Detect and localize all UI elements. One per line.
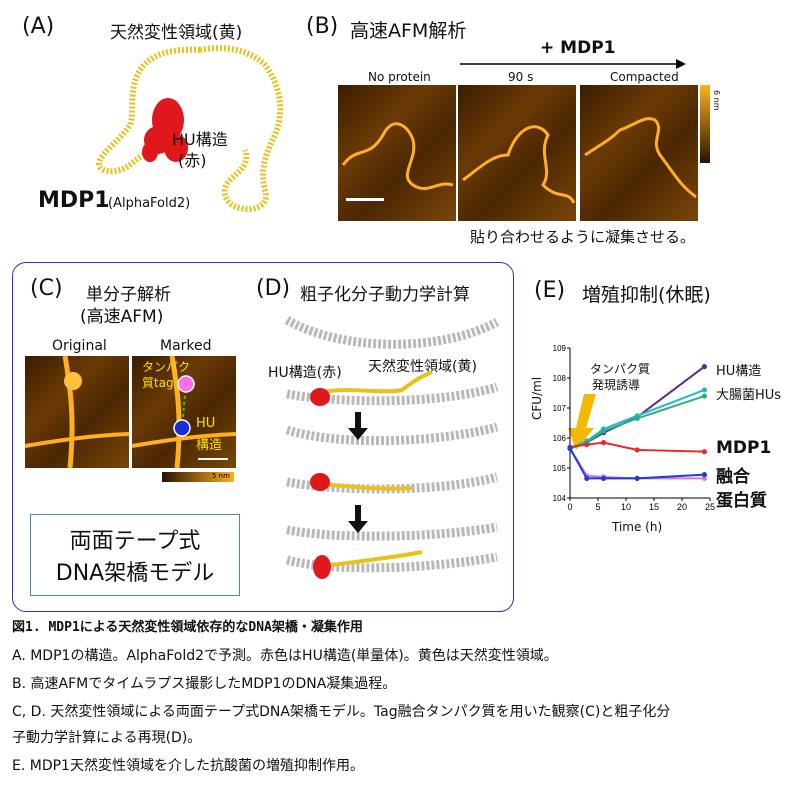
caption-cd-2: 子動力学計算による再現(D)。	[12, 730, 202, 746]
mdp1-name: MDP1	[38, 188, 110, 213]
series-line-5	[569, 447, 705, 480]
afm-scale-bar	[346, 198, 384, 201]
data-point	[601, 428, 607, 434]
panel-d-title: 粗子化分子動力学計算	[300, 285, 470, 305]
data-point	[634, 475, 640, 482]
caption-a: A. MDP1の構造。AlphaFold2で予測。赤色はHU構造(単量体)。黄色…	[12, 648, 558, 664]
data-point	[601, 475, 607, 482]
data-point	[584, 442, 590, 448]
md-simulation	[284, 316, 500, 579]
panel-a-title: 天然変性領域(黄)	[110, 23, 243, 43]
y-tick-label: 108	[553, 374, 567, 383]
legend-mdp1: MDP1	[716, 438, 772, 458]
hu-structure-red	[142, 98, 188, 162]
e-annotation-2: 発現誘導	[592, 378, 641, 392]
panel-b-label: (B)	[306, 14, 339, 39]
panel-b-note: 貼り合わせるように凝集させる。	[470, 228, 696, 246]
data-point	[701, 393, 707, 399]
data-point	[601, 440, 607, 446]
series-line-2	[569, 395, 705, 450]
tag-label-1: タンパク	[142, 360, 191, 374]
height-colorbar	[700, 85, 710, 163]
data-point	[584, 475, 590, 482]
e-xlabel: Time (h)	[612, 520, 663, 534]
hu-label-color: (赤)	[178, 151, 207, 170]
hu-label: HU構造	[172, 130, 228, 149]
frame-label-0: No protein	[368, 70, 431, 84]
c-colorbar-unit: 5 nm	[212, 472, 230, 480]
mdp1-arrow-label: + MDP1	[540, 38, 616, 58]
legend-fusion-1: 融合	[716, 467, 750, 487]
mdp1-source: (AlphaFold2)	[108, 196, 191, 211]
time-arrow	[460, 59, 686, 69]
series-line-0	[569, 365, 706, 450]
panel-b-title: 高速AFM解析	[350, 20, 467, 42]
tag-label-2: 質tag	[142, 376, 174, 390]
data-point	[701, 363, 707, 370]
panel-c-label: (C)	[30, 276, 63, 301]
panel-e-title: 増殖抑制(休眠)	[582, 284, 711, 306]
afm-marked	[132, 356, 236, 468]
y-tick-label: 109	[553, 344, 567, 353]
series-line-4	[569, 447, 705, 480]
d-idr-label: 天然変性領域(黄)	[368, 359, 477, 375]
panel-d-label: (D)	[256, 276, 291, 301]
x-tick-label: 25	[705, 502, 715, 512]
caption-cd-1: C, D. 天然変性領域による両面テープ式DNA架橋モデル。Tag融合タンパク質…	[12, 704, 671, 720]
model-box-line2: DNA架橋モデル	[55, 561, 215, 586]
x-tick-label: 5	[595, 502, 600, 512]
panel-c-subtitle: (高速AFM)	[80, 307, 164, 327]
data-point	[701, 475, 707, 482]
hu-marker-label-1: HU	[196, 416, 216, 431]
panel-e-label: (E)	[534, 278, 566, 303]
panel-c-title: 単分子解析	[86, 285, 171, 305]
marked-label: Marked	[160, 338, 212, 354]
legend-ecoli: 大腸菌HUs	[716, 388, 782, 403]
model-box: 両面テープ式 DNA架橋モデル	[30, 514, 240, 596]
x-tick-label: 15	[649, 502, 659, 512]
afm-frame-90s	[458, 85, 576, 221]
legend-fusion-2: 蛋白質	[716, 491, 767, 511]
growth-chart: 104 105 106 107 108 109 0 5 10 15 20 25	[553, 344, 715, 512]
hu-marker-label-2: 構造	[196, 438, 223, 453]
data-point	[634, 415, 640, 422]
original-label: Original	[52, 338, 107, 354]
afm-original	[25, 356, 129, 468]
c-scale-bar	[198, 458, 228, 460]
cd-frame	[12, 262, 514, 612]
caption-b: B. 高速AFMでタイムラプス撮影したMDP1のDNA凝集過程。	[12, 676, 397, 692]
caption-e: E. MDP1天然変性領域を介した抗酸菌の増殖抑制作用。	[12, 758, 364, 774]
y-tick-label: 104	[553, 494, 567, 503]
panel-a-label: (A)	[22, 14, 55, 39]
legend-hu: HU構造	[716, 364, 762, 379]
afm-frame-compacted	[580, 85, 698, 221]
data-point	[567, 445, 573, 452]
frame-label-2: Compacted	[610, 70, 679, 84]
induction-arrow	[568, 394, 596, 450]
e-annotation-1: タンパク質	[590, 362, 651, 376]
data-point	[634, 447, 640, 453]
x-tick-label: 10	[621, 502, 631, 512]
y-tick-label: 107	[553, 404, 567, 413]
colorbar-unit: 6 nm	[712, 90, 721, 111]
y-tick-label: 106	[553, 434, 567, 443]
figure-title: 図1. MDP1による天然変性領域依存的なDNA架橋・凝集作用	[12, 620, 363, 635]
data-point	[701, 472, 707, 478]
data-point	[701, 449, 707, 455]
model-box-line1: 両面テープ式	[69, 529, 201, 554]
x-tick-label: 0	[567, 502, 572, 512]
c-colorbar	[162, 472, 234, 482]
frame-label-1: 90 s	[508, 70, 534, 84]
y-tick-label: 105	[553, 464, 567, 473]
mdp1-structure	[96, 45, 284, 212]
d-hu-label: HU構造(赤)	[268, 365, 342, 381]
data-point	[701, 387, 707, 393]
x-tick-label: 20	[677, 502, 687, 512]
